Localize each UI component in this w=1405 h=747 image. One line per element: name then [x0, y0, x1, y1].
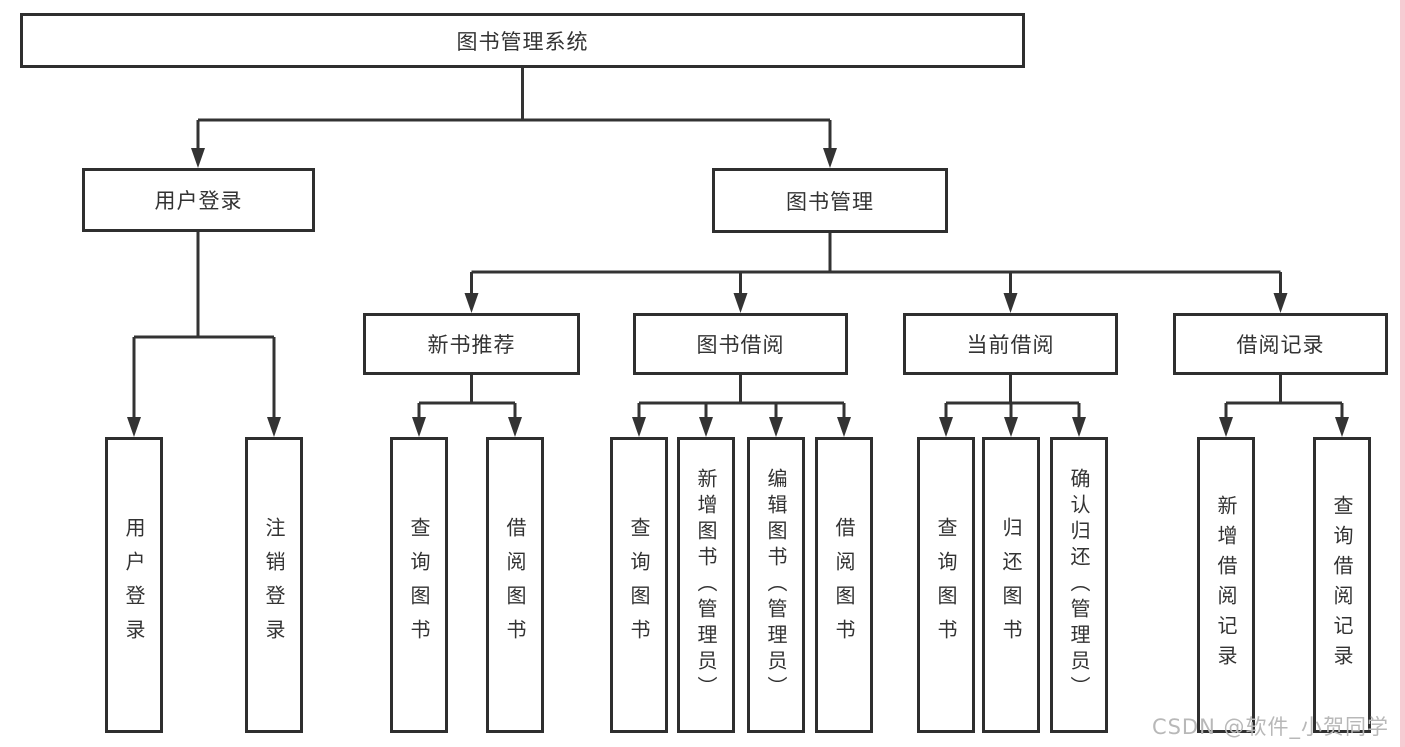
- node-current-borrow: 当前借阅: [903, 313, 1118, 375]
- arrowheads: [127, 148, 1349, 437]
- leaf-label: 注销登录: [262, 517, 286, 653]
- node-book-management-branch: 图书管理: [712, 168, 948, 233]
- right-edge-strip: [1400, 0, 1405, 747]
- csdn-watermark: CSDN @软件_小贺同学: [1151, 715, 1389, 739]
- leaf-label: 查询图书: [407, 517, 431, 653]
- leaf-logout: 注销登录: [245, 437, 303, 733]
- leaf-label: 借阅图书: [832, 517, 856, 653]
- node-borrow-record: 借阅记录: [1173, 313, 1388, 375]
- leaf-return-books: 归还图书: [982, 437, 1040, 733]
- leaf-borrow-books-recommend: 借阅图书: [486, 437, 544, 733]
- leaf-label: 用户登录: [122, 517, 146, 653]
- node-root-library-system: 图书管理系统: [20, 13, 1025, 68]
- leaf-label: 新增借阅记录: [1214, 495, 1238, 675]
- leaf-add-borrow-record: 新增借阅记录: [1197, 437, 1255, 733]
- leaf-add-books-admin: 新增图书（管理员）: [677, 437, 735, 733]
- node-book-borrow: 图书借阅: [633, 313, 848, 375]
- leaf-label: 借阅图书: [503, 517, 527, 653]
- leaf-edit-books-admin: 编辑图书（管理员）: [747, 437, 805, 733]
- leaf-confirm-return-admin: 确认归还（管理员）: [1050, 437, 1108, 733]
- leaf-query-books-current: 查询图书: [917, 437, 975, 733]
- leaf-query-borrow-record: 查询借阅记录: [1313, 437, 1371, 733]
- leaf-label: 查询借阅记录: [1330, 495, 1354, 675]
- node-user-login-branch: 用户登录: [82, 168, 315, 232]
- leaf-user-login: 用户登录: [105, 437, 163, 733]
- leaf-label: 确认归还（管理员）: [1067, 468, 1091, 702]
- leaf-borrow-books: 借阅图书: [815, 437, 873, 733]
- leaf-label: 新增图书（管理员）: [694, 468, 718, 702]
- leaf-query-books-borrow: 查询图书: [610, 437, 668, 733]
- node-new-book-recommend: 新书推荐: [363, 313, 580, 375]
- leaf-label: 查询图书: [627, 517, 651, 653]
- leaf-query-books-recommend: 查询图书: [390, 437, 448, 733]
- leaf-label: 归还图书: [999, 517, 1023, 653]
- leaf-label: 查询图书: [934, 517, 958, 653]
- leaf-label: 编辑图书（管理员）: [764, 468, 788, 702]
